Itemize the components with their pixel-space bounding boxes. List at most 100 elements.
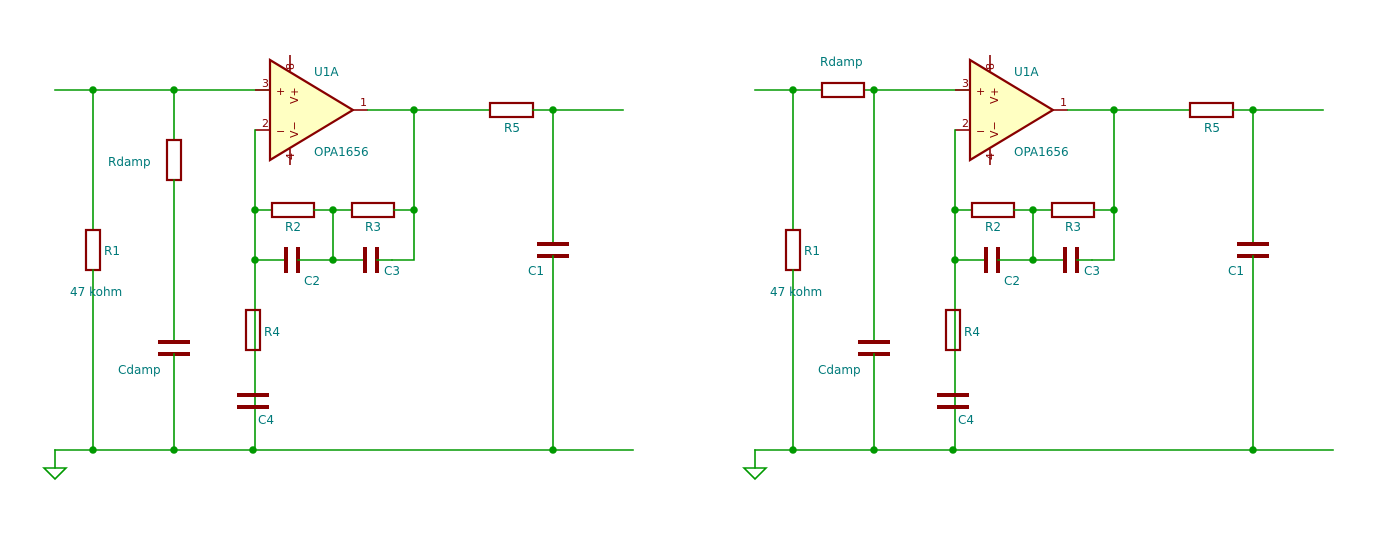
rdamp-label: Rdamp (820, 55, 863, 69)
junction-dot (1110, 106, 1118, 114)
junction-dot (1029, 256, 1037, 264)
c4-label: C4 (958, 413, 974, 427)
r3-resistor (1050, 201, 1096, 219)
r1-value-label: 47 kohm (770, 285, 822, 299)
junction-dot (251, 206, 259, 214)
c4-capacitor (937, 393, 969, 409)
r3-label: R3 (1065, 220, 1081, 234)
junction-dot (329, 256, 337, 264)
r3-resistor (350, 201, 396, 219)
opamp-pin2-number: 2 (962, 117, 969, 130)
r4-resistor (944, 308, 962, 352)
opamp-minus-symbol: − (976, 125, 985, 138)
cdamp-label: Cdamp (818, 363, 861, 377)
junction-dot (410, 206, 418, 214)
junction-dot (251, 256, 259, 264)
opamp-vplus-label: V+ (288, 87, 301, 104)
c3-label: C3 (384, 264, 400, 278)
c1-capacitor (1237, 242, 1269, 258)
junction-dot (951, 256, 959, 264)
opamp-plus-symbol: + (976, 85, 985, 98)
r1-label: R1 (104, 244, 120, 258)
c4-label: C4 (258, 413, 274, 427)
ground-icon (42, 467, 68, 481)
junction-dot (1029, 206, 1037, 214)
junction-dot (89, 86, 97, 94)
junction-dot (329, 206, 337, 214)
opamp-plus-symbol: + (276, 85, 285, 98)
r4-label: R4 (964, 325, 980, 339)
rdamp-label: Rdamp (108, 155, 151, 169)
junction-dot (410, 106, 418, 114)
junction-dot (549, 106, 557, 114)
c3-capacitor (363, 247, 379, 273)
opamp-pin3-number: 3 (962, 77, 969, 90)
junction-dot (870, 446, 878, 454)
c2-capacitor (984, 247, 1000, 273)
junction-dot (170, 446, 178, 454)
cdamp-label: Cdamp (118, 363, 161, 377)
junction-dot (549, 446, 557, 454)
opamp-vplus-label: V+ (988, 87, 1001, 104)
r5-label: R5 (1204, 121, 1220, 135)
opamp-vminus-label: V− (288, 121, 301, 138)
opamp-vminus-label: V− (988, 121, 1001, 138)
r1-resistor (84, 228, 102, 272)
ground-icon (742, 467, 768, 481)
feedback-wire (1091, 109, 1115, 261)
r5-resistor (488, 101, 535, 119)
c2-label: C2 (304, 274, 320, 288)
junction-dot (170, 86, 178, 94)
junction-dot (1110, 206, 1118, 214)
opamp-pin1-number: 1 (1060, 96, 1067, 109)
r1-label: R1 (804, 244, 820, 258)
opamp-reference-label: U1A (314, 65, 339, 79)
junction-dot (249, 446, 257, 454)
opamp-triangle (268, 58, 356, 162)
junction-dot (789, 86, 797, 94)
c4-capacitor (237, 393, 269, 409)
junction-dot (789, 446, 797, 454)
opamp-pin8-number: 8 (984, 63, 997, 70)
c3-capacitor (1063, 247, 1079, 273)
opamp-reference-label: U1A (1014, 65, 1039, 79)
junction-dot (949, 446, 957, 454)
opamp-pin1-number: 1 (360, 96, 367, 109)
c1-label: C1 (528, 264, 544, 278)
opamp-pin8-number: 8 (284, 63, 297, 70)
r2-label: R2 (285, 220, 301, 234)
opamp-triangle (968, 58, 1056, 162)
opamp-minus-symbol: − (276, 125, 285, 138)
r1-resistor (784, 228, 802, 272)
opamp-u1a: 3 2 1 8 4 + − V+ V− (955, 55, 1068, 165)
r3-label: R3 (365, 220, 381, 234)
c3-label: C3 (1084, 264, 1100, 278)
opamp-pin4-number: 4 (284, 153, 297, 160)
c2-label: C2 (1004, 274, 1020, 288)
opamp-pin4-number: 4 (984, 153, 997, 160)
c1-capacitor (537, 242, 569, 258)
opamp-pin3-number: 3 (262, 77, 269, 90)
rdamp-resistor (820, 81, 866, 99)
r4-resistor (244, 308, 262, 352)
junction-dot (870, 86, 878, 94)
rdamp-resistor (165, 138, 183, 182)
r4-label: R4 (264, 325, 280, 339)
opamp-value-label: OPA1656 (1014, 145, 1069, 159)
junction-dot (951, 206, 959, 214)
c1-label: C1 (1228, 264, 1244, 278)
r2-resistor (970, 201, 1016, 219)
junction-dot (1249, 446, 1257, 454)
junction-dot (89, 446, 97, 454)
r2-label: R2 (985, 220, 1001, 234)
r5-label: R5 (504, 121, 520, 135)
r5-resistor (1188, 101, 1235, 119)
r2-resistor (270, 201, 316, 219)
c2-capacitor (284, 247, 300, 273)
feedback-wire (391, 109, 415, 261)
r1-value-label: 47 kohm (70, 285, 122, 299)
